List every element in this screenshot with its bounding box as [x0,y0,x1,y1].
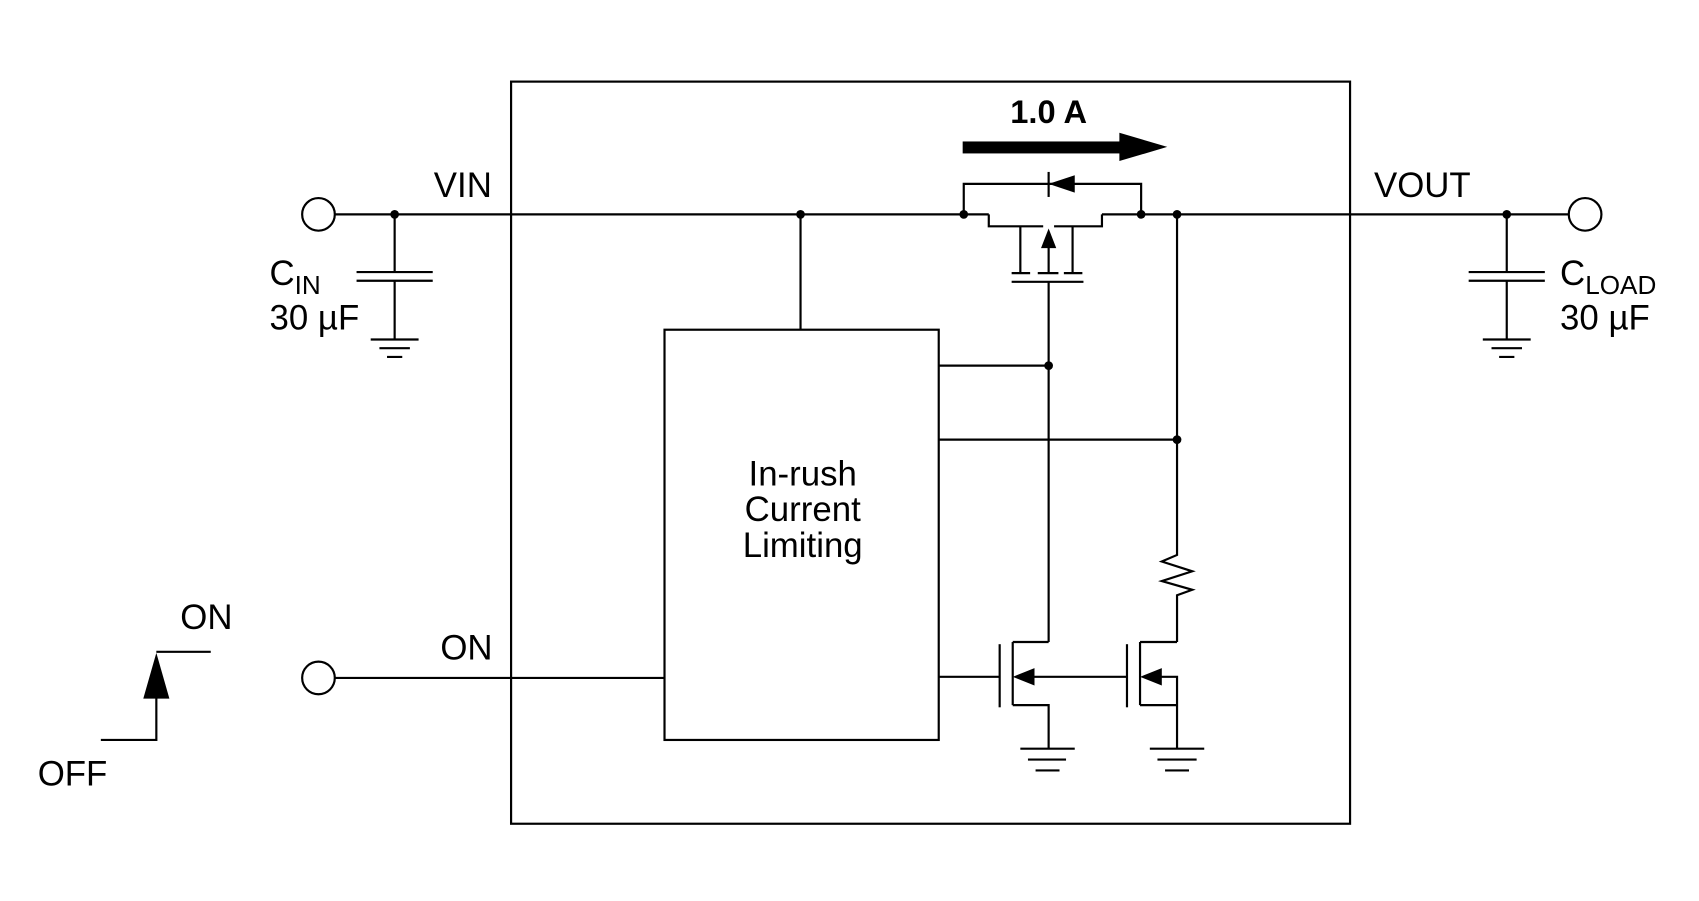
vout-label: VOUT [1374,166,1471,205]
current-label: 1.0 A [1010,93,1087,130]
junction-dot [390,210,399,219]
cin-label: CIN [270,254,321,300]
junction-dot [1136,210,1146,219]
block-text-2: Current [745,490,861,529]
gate-pulldown-mosfet [938,640,1127,772]
cload-value: 30 µF [1560,299,1650,338]
discharge-resistor [1158,214,1196,643]
vin-label: VIN [434,166,492,205]
vin-terminal [301,196,336,232]
cload-capacitor [1468,214,1545,359]
switch-on-label: ON [180,598,232,637]
switch-off-label: OFF [38,755,108,794]
junction-dot [1172,210,1182,219]
junction-dot [1502,210,1512,219]
on-off-step-icon [100,650,211,742]
on-terminal [301,660,336,696]
vout-terminal [1567,196,1603,232]
on-pin-label: ON [440,628,492,667]
output-discharge-mosfet [1125,640,1205,772]
cin-value: 30 µF [270,299,360,338]
junction-dot [796,210,805,219]
block-text-1: In-rush [749,454,857,493]
junction-dot [1044,361,1053,370]
cload-label: CLOAD [1560,254,1656,300]
ic-boundary [509,80,1352,825]
cin-capacitor [356,214,433,359]
pass-mosfet [962,171,1143,643]
current-arrow [962,132,1168,162]
block-text-3: Limiting [743,526,863,565]
